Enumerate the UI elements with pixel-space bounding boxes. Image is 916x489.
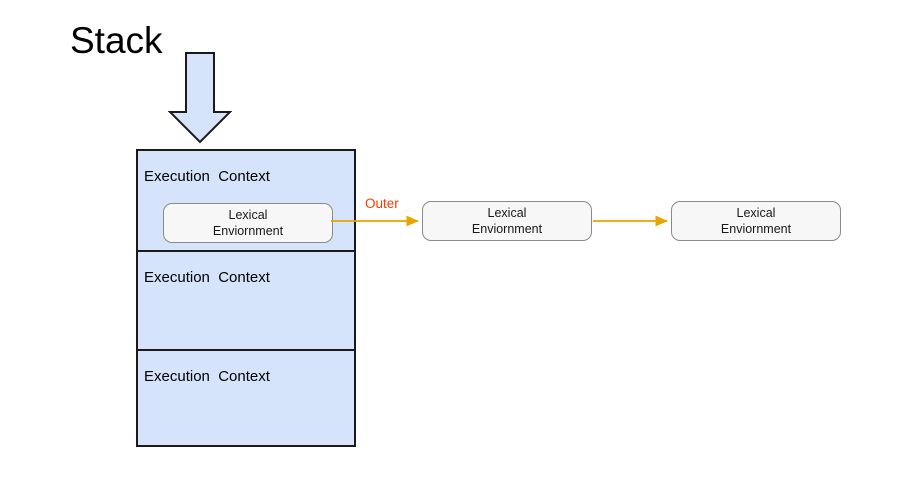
execution-context-label: Execution Context <box>144 269 270 286</box>
lexical-environment-label: Lexical Enviornment <box>212 208 284 238</box>
lexical-environment-label: Lexical Enviornment <box>720 206 792 236</box>
call-stack: Execution Context Lexical Enviornment Ex… <box>136 149 356 447</box>
stack-frame-0[interactable]: Execution Context Lexical Enviornment <box>138 151 354 252</box>
outer-connector-label: Outer <box>365 196 399 211</box>
lexical-environment-label: Lexical Enviornment <box>471 206 543 236</box>
stack-frame-1[interactable]: Execution Context <box>138 252 354 351</box>
stack-frame-2[interactable]: Execution Context <box>138 351 354 445</box>
page-title: Stack <box>70 20 163 61</box>
lexical-environment-box-2[interactable]: Lexical Enviornment <box>671 201 841 241</box>
lexical-environment-box-1[interactable]: Lexical Enviornment <box>422 201 592 241</box>
execution-context-label: Execution Context <box>144 368 270 385</box>
execution-context-label: Execution Context <box>144 168 270 185</box>
down-arrow-icon <box>168 52 232 144</box>
lexical-environment-box-0[interactable]: Lexical Enviornment <box>163 203 333 243</box>
